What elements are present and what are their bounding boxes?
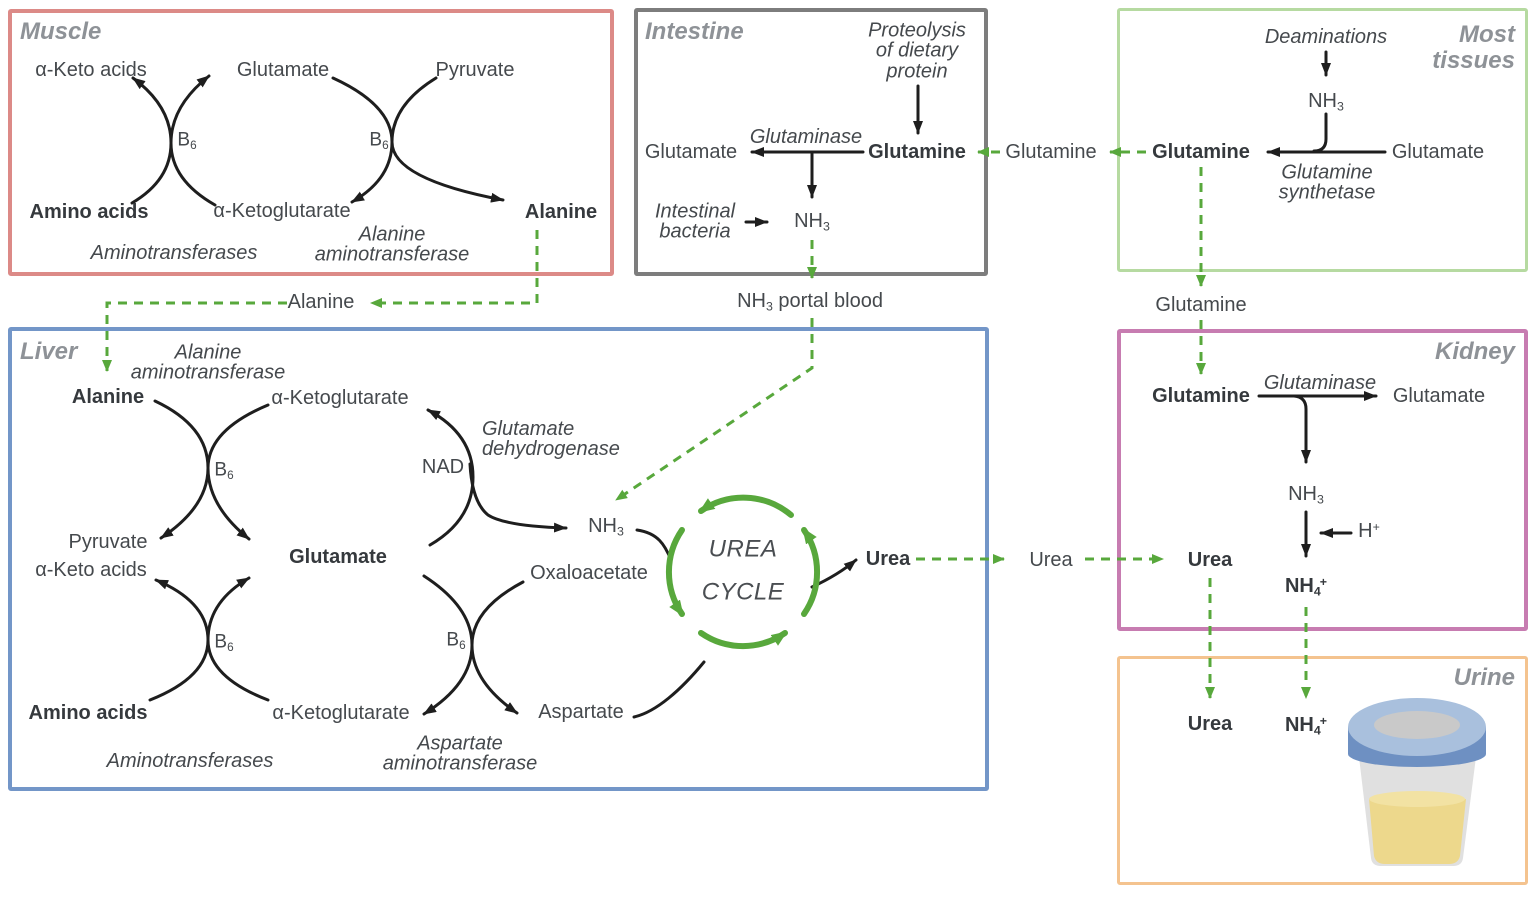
intestine-nh3-label: NH3 xyxy=(794,210,830,234)
kidney-nh3-label: NH3 xyxy=(1288,483,1324,507)
urine-box xyxy=(1117,656,1528,885)
liver-alpha-keto-acids-label: α-Keto acids xyxy=(35,559,147,581)
most-tissues-nh3-label: NH3 xyxy=(1308,90,1344,114)
deaminations-label: Deaminations xyxy=(1264,26,1388,48)
kidney-hplus-label: H+ xyxy=(1358,519,1380,543)
intestine-title: Intestine xyxy=(645,18,744,45)
b6-cofactor-label: B6 xyxy=(214,631,234,654)
most-tissues-glutamate-label: Glutamate xyxy=(1391,141,1485,163)
glutamine-to-kidney-label: Glutamine xyxy=(1155,294,1247,316)
liver-glutamate-label: Glutamate xyxy=(289,546,387,568)
liver-alanine-label: Alanine xyxy=(71,386,145,408)
urine-nh4-label: NH4+ xyxy=(1284,713,1328,738)
kidney-glutaminase-enzyme-label: Glutaminase xyxy=(1263,372,1377,394)
urine-urea-label: Urea xyxy=(1187,713,1233,735)
muscle-pyruvate-label: Pyruvate xyxy=(435,59,515,81)
muscle-glutamate-label: Glutamate xyxy=(236,59,330,81)
liver-alpha-ketoglutarate-top-label: α-Ketoglutarate xyxy=(271,387,409,409)
intestine-glutaminase-enzyme-label: Glutaminase xyxy=(749,126,863,148)
urea-cycle-label: UREA CYCLE xyxy=(701,535,785,605)
kidney-urea-label: Urea xyxy=(1187,549,1233,571)
muscle-aminotransferases-enzyme-label: Aminotransferases xyxy=(90,242,258,264)
b6-cofactor-label: B6 xyxy=(446,629,466,652)
b6-cofactor-label: B6 xyxy=(369,129,389,152)
liver-box xyxy=(8,327,989,791)
b6-cofactor-label: B6 xyxy=(177,129,197,152)
liver-alpha-ketoglutarate-bottom-label: α-Ketoglutarate xyxy=(272,702,410,724)
intestine-glutamine-label: Glutamine xyxy=(868,141,966,163)
intestine-glutamate-label: Glutamate xyxy=(644,141,738,163)
muscle-alpha-ketoglutarate-label: α-Ketoglutarate xyxy=(213,200,351,222)
kidney-nh4-label: NH4+ xyxy=(1284,574,1328,599)
muscle-alanine-label: Alanine xyxy=(524,201,598,223)
liver-alanine-aminotransferase-enzyme-label: Alanine aminotransferase xyxy=(130,341,286,384)
glutamine-transport-label: Glutamine xyxy=(1005,141,1097,163)
muscle-title: Muscle xyxy=(20,18,102,45)
liver-title: Liver xyxy=(20,338,78,365)
liver-aminotransferases-enzyme-label: Aminotransferases xyxy=(106,750,274,772)
glutamate-dehydrogenase-enzyme-label: Glutamate dehydrogenase xyxy=(482,418,620,461)
glutamine-synthetase-enzyme-label: Glutamine synthetase xyxy=(1278,161,1376,204)
liver-amino-acids-label: Amino acids xyxy=(28,702,148,724)
muscle-box xyxy=(8,9,614,276)
most-tissues-title: Most tissues xyxy=(1432,21,1515,74)
alanine-transport-label: Alanine xyxy=(287,291,355,313)
liver-nh3-label: NH3 xyxy=(588,515,624,539)
liver-oxaloacetate-label: Oxaloacetate xyxy=(530,562,648,584)
muscle-alpha-keto-acids-label: α-Keto acids xyxy=(35,59,147,81)
nh3-portal-blood-label: NH3 portal blood xyxy=(737,290,883,314)
most-tissues-glutamine-label: Glutamine xyxy=(1152,141,1250,163)
liver-urea-label: Urea xyxy=(865,548,911,570)
proteolysis-label: Proteolysis of dietary protein xyxy=(868,19,966,83)
liver-pyruvate-label: Pyruvate xyxy=(68,531,148,553)
most-tissues-box xyxy=(1117,8,1528,272)
kidney-glutamine-label: Glutamine xyxy=(1152,385,1250,407)
liver-nad-label: NAD xyxy=(421,456,465,478)
aspartate-aminotransferase-enzyme-label: Aspartate aminotransferase xyxy=(382,732,538,775)
urine-title: Urine xyxy=(1453,664,1515,691)
urea-transport-label: Urea xyxy=(1029,549,1073,571)
muscle-amino-acids-label: Amino acids xyxy=(29,201,149,223)
b6-cofactor-label: B6 xyxy=(214,459,234,482)
kidney-box xyxy=(1117,329,1528,631)
intestinal-bacteria-label: Intestinal bacteria xyxy=(654,200,736,243)
kidney-glutamate-label: Glutamate xyxy=(1392,385,1486,407)
kidney-title: Kidney xyxy=(1434,338,1515,365)
liver-aspartate-label: Aspartate xyxy=(538,701,624,723)
muscle-alanine-aminotransferase-enzyme-label: Alanine aminotransferase xyxy=(314,223,470,266)
